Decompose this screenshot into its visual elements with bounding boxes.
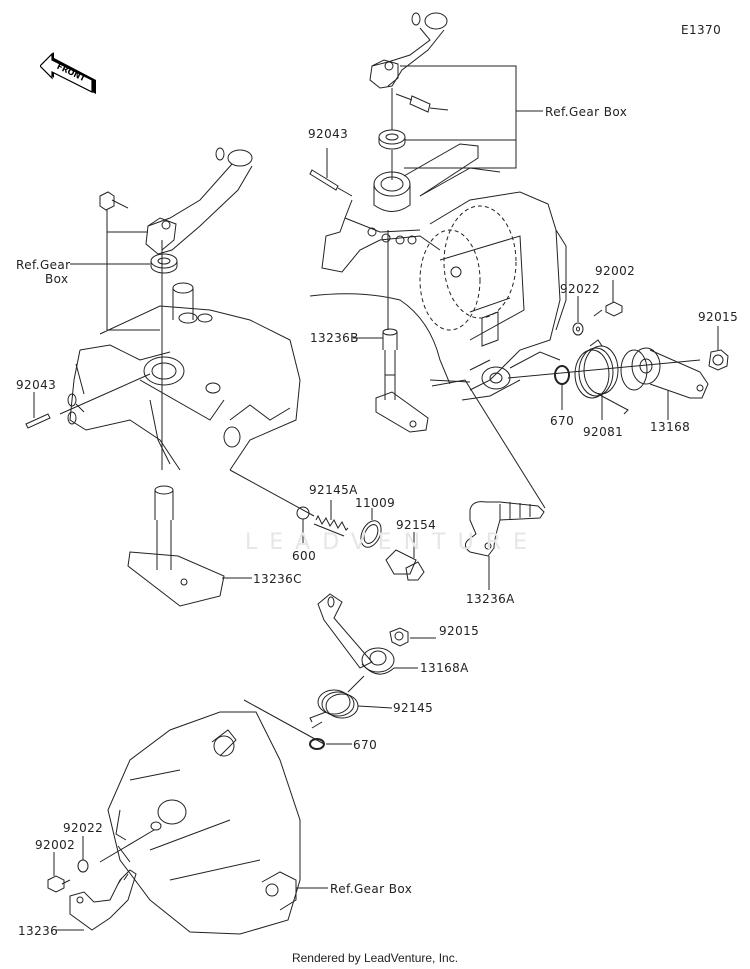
- bolt-left: [99, 191, 129, 330]
- oring-670-right: [554, 365, 570, 410]
- callout-670-right[interactable]: 670: [550, 414, 575, 428]
- callout-13168A[interactable]: 13168A: [420, 661, 469, 675]
- nut-92015-mid: [389, 627, 436, 647]
- gear-case-lower: [107, 699, 328, 935]
- bolt-top: [395, 93, 449, 113]
- callout-ref-gear-box-left-line2[interactable]: Box: [45, 272, 69, 286]
- upper-shift-arm-left: [145, 147, 253, 255]
- upper-shift-arm-top: [369, 12, 448, 89]
- shaft-13236A: [464, 501, 545, 590]
- lever-13168: [620, 347, 709, 420]
- callout-92154[interactable]: 92154: [396, 518, 437, 532]
- watermark: LEADVENTURE: [245, 530, 539, 555]
- callout-92022-right[interactable]: 92022: [560, 282, 601, 296]
- leader-line: [507, 359, 701, 379]
- shaft-13236C: [127, 485, 225, 607]
- ref-gear-box-bracket-top: [400, 65, 543, 169]
- shaft-13236: [56, 869, 137, 931]
- callout-670-mid[interactable]: 670: [353, 738, 378, 752]
- render-credit: Rendered by LeadVenture, Inc.: [291, 951, 459, 965]
- callout-92043-left[interactable]: 92043: [16, 378, 57, 392]
- washer-92022-left: [77, 829, 155, 873]
- bolt-92002-left: [47, 852, 71, 893]
- callout-92015-mid[interactable]: 92015: [439, 624, 480, 638]
- callout-13168[interactable]: 13168: [650, 420, 691, 434]
- callout-13236B[interactable]: 13236B: [310, 331, 359, 345]
- callout-ref-gear-box-top[interactable]: Ref.Gear Box: [545, 105, 628, 119]
- shaft-13236B: [375, 230, 429, 433]
- callout-ref-gear-box-bottom[interactable]: Ref.Gear Box: [330, 882, 413, 896]
- callout-92022-left[interactable]: 92022: [63, 821, 104, 835]
- spring-92145A: [313, 500, 349, 537]
- bolt-92002-right: [593, 280, 623, 317]
- callout-92081[interactable]: 92081: [583, 425, 624, 439]
- seal-left: [150, 253, 178, 274]
- gear-case-left: [67, 282, 301, 471]
- spring-92145: [309, 675, 393, 723]
- callout-13236A[interactable]: 13236A: [466, 592, 515, 606]
- callout-92145[interactable]: 92145: [393, 701, 434, 715]
- leader-line: [229, 469, 315, 517]
- callout-600[interactable]: 600: [292, 549, 317, 563]
- nut-92015-right: [708, 326, 729, 371]
- oring-670-mid: [309, 721, 352, 750]
- seal-top: [378, 129, 406, 150]
- front-direction-arrow: FRONT: [40, 52, 96, 94]
- lever-13168A: [317, 593, 418, 675]
- spring-92081: [574, 339, 629, 420]
- plug-92154: [385, 532, 425, 581]
- diagram-code: E1370: [681, 23, 722, 37]
- pin-92043-left: [25, 373, 151, 429]
- callout-13236[interactable]: 13236: [18, 924, 59, 938]
- callout-92015-right[interactable]: 92015: [698, 310, 739, 324]
- callout-92002-left[interactable]: 92002: [35, 838, 76, 852]
- callout-92145A[interactable]: 92145A: [309, 483, 358, 497]
- callout-13236C[interactable]: 13236C: [253, 572, 302, 586]
- gasket-11009: [360, 508, 382, 548]
- callout-11009[interactable]: 11009: [355, 496, 396, 510]
- ref-gear-box-bracket-left: [70, 231, 160, 331]
- washer-92022-right: [572, 296, 584, 336]
- callout-92002-right[interactable]: 92002: [595, 264, 636, 278]
- gear-case-right: [309, 143, 567, 401]
- leader-line: [431, 379, 546, 509]
- callout-ref-gear-box-left-line1[interactable]: Ref.Gear: [16, 258, 71, 272]
- pin-92043-top: [309, 148, 353, 197]
- callout-92043-top[interactable]: 92043: [308, 127, 349, 141]
